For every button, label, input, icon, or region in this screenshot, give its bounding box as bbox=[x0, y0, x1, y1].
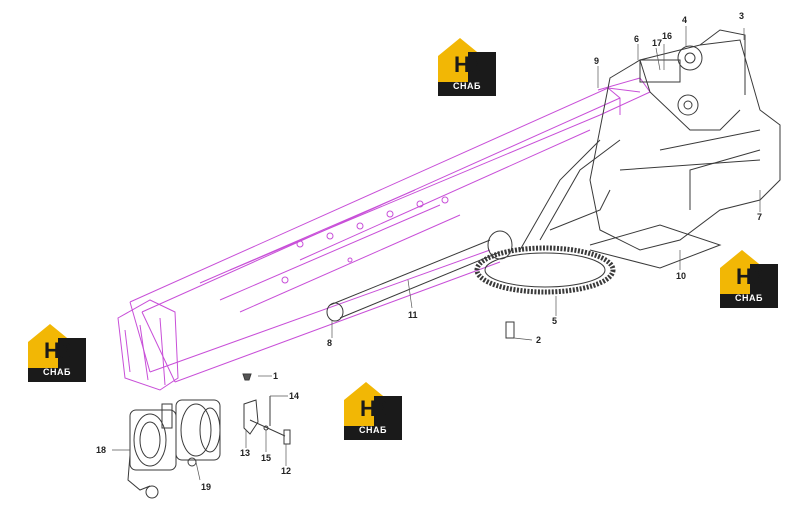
callout-7: 7 bbox=[757, 212, 763, 222]
house-logo-icon bbox=[720, 250, 778, 308]
callout-2: 2 bbox=[536, 335, 542, 345]
logo-mark: H3 bbox=[453, 52, 481, 77]
logo-caption: СНАБ bbox=[359, 425, 387, 435]
leader-lines bbox=[112, 26, 761, 481]
logo-mark: H3 bbox=[735, 264, 763, 289]
callout-12: 12 bbox=[281, 466, 292, 476]
callout-13: 13 bbox=[240, 448, 251, 458]
small-parts bbox=[127, 321, 515, 499]
logo-caption: СНАБ bbox=[735, 293, 763, 303]
callout-18: 18 bbox=[96, 445, 107, 455]
watermark-logo-top: H3 СНАБ bbox=[434, 34, 500, 100]
house-logo-icon bbox=[438, 38, 496, 96]
callout-9: 9 bbox=[594, 56, 600, 66]
telescopic-boom bbox=[117, 77, 651, 391]
slewing-ring bbox=[474, 245, 616, 295]
callout-1: 1 bbox=[273, 371, 279, 381]
crane-base bbox=[326, 29, 781, 322]
watermark-logo-center: H3 СНАБ bbox=[340, 378, 406, 444]
callout-5: 5 bbox=[552, 316, 558, 326]
callout-8: 8 bbox=[327, 338, 333, 348]
logo-mark: H3 bbox=[43, 338, 71, 363]
callout-10: 10 bbox=[676, 271, 687, 281]
callout-16: 16 bbox=[662, 31, 673, 41]
callout-14: 14 bbox=[289, 391, 300, 401]
callout-4: 4 bbox=[682, 15, 688, 25]
logo-mark: H3 bbox=[359, 396, 387, 421]
callout-17: 17 bbox=[652, 38, 663, 48]
house-logo-icon bbox=[344, 382, 402, 440]
house-logo-icon bbox=[28, 324, 86, 382]
watermark-logo-left: H3 СНАБ bbox=[24, 320, 90, 386]
callout-15: 15 bbox=[261, 453, 272, 463]
callout-19: 19 bbox=[201, 482, 212, 492]
watermark-logo-right: H3 СНАБ bbox=[716, 246, 782, 312]
logo-caption: СНАБ bbox=[453, 81, 481, 91]
callout-3: 3 bbox=[739, 11, 745, 21]
callout-11: 11 bbox=[408, 310, 418, 320]
logo-caption: СНАБ bbox=[43, 367, 71, 377]
callout-6: 6 bbox=[634, 34, 640, 44]
